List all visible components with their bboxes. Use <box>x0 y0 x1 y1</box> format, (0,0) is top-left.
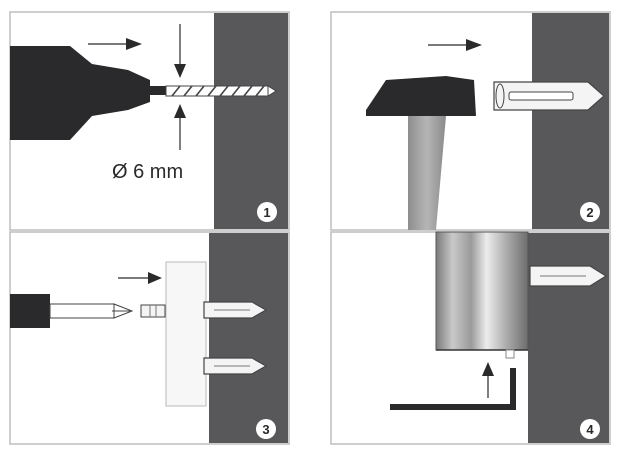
motion-arrow <box>118 272 162 284</box>
set-screw <box>505 349 515 359</box>
step-badge: 3 <box>256 419 276 439</box>
diameter-dimension <box>174 24 186 150</box>
motion-arrow <box>88 38 142 50</box>
motion-arrow <box>482 362 494 398</box>
step-number: 3 <box>262 422 269 437</box>
wall <box>214 13 288 229</box>
step-badge: 1 <box>257 202 277 222</box>
wall <box>532 13 609 229</box>
panel-4: 4 <box>330 231 611 445</box>
diameter-label: Ø 6 mm <box>112 161 183 183</box>
wall <box>209 233 288 443</box>
wall-plug-icon <box>529 265 608 287</box>
panel-3: 3 <box>9 231 290 445</box>
drill-bit <box>165 85 277 97</box>
cylindrical-fixture-icon <box>435 231 529 351</box>
wall-plug-icon <box>203 301 268 319</box>
drill-icon <box>10 46 277 140</box>
step-number: 2 <box>586 205 593 220</box>
screwdriver-icon <box>10 294 134 328</box>
mounting-plate <box>165 261 207 407</box>
step-badge: 2 <box>580 202 600 222</box>
screw-icon <box>140 304 166 318</box>
step-badge: 4 <box>580 419 600 439</box>
step-number: 4 <box>586 422 594 437</box>
wall <box>528 233 609 443</box>
hex-key-icon <box>390 368 516 410</box>
motion-arrow <box>428 39 482 51</box>
wall-plug-icon <box>493 81 605 111</box>
step-number: 1 <box>263 205 270 220</box>
hammer-icon <box>366 76 476 230</box>
panel-1: Ø 6 mm 1 <box>9 11 290 231</box>
wall-plug-icon <box>203 357 268 375</box>
panel-2: 2 <box>330 11 611 231</box>
